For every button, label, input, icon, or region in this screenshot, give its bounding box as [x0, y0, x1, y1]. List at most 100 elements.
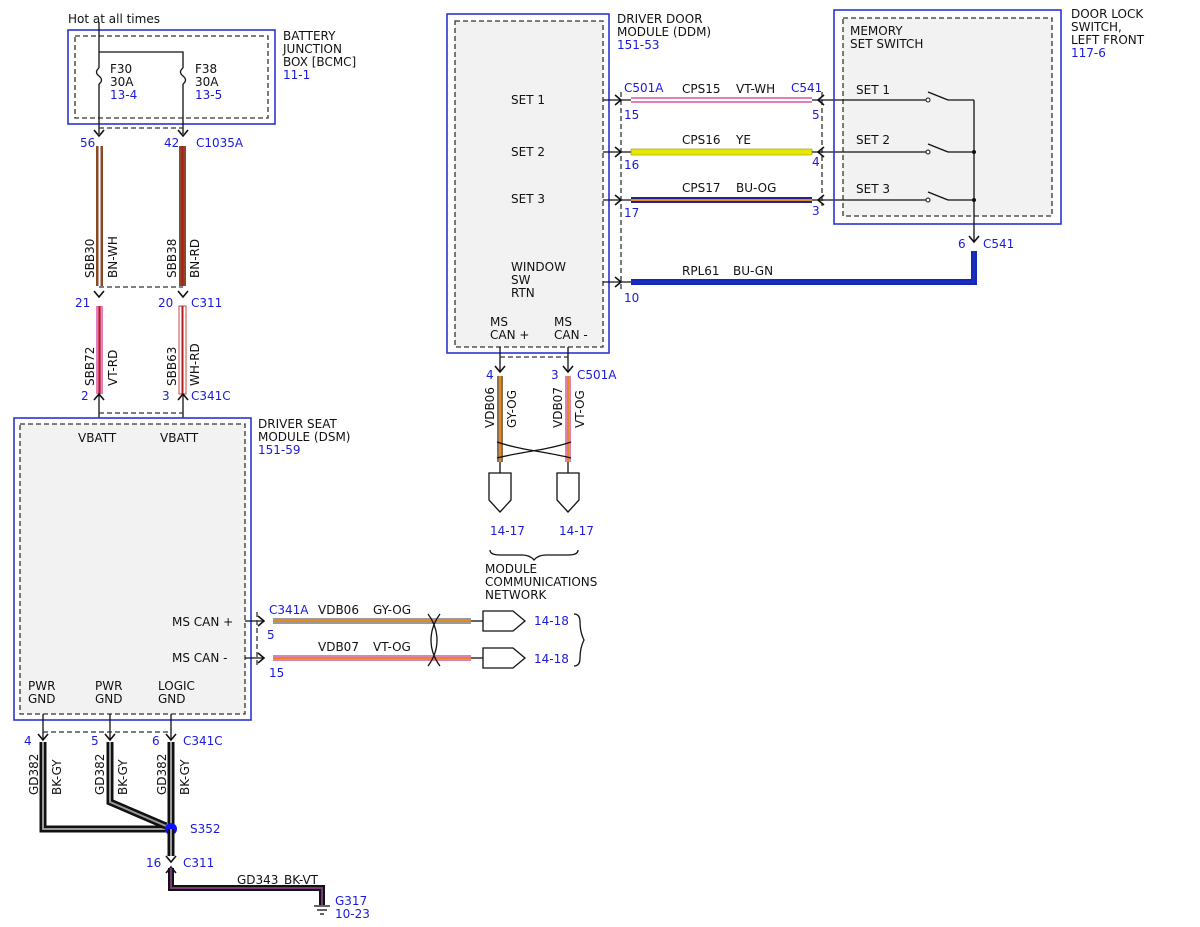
battery-junction-box: [67, 22, 276, 138]
vdb06-h-stripe: [273, 620, 471, 622]
c311-pin-16: 16: [146, 856, 161, 870]
ground-symbol: [314, 905, 330, 915]
vdb07-h-stripe: [273, 657, 471, 659]
network-ref-top-2[interactable]: 14-17: [559, 524, 594, 538]
bjb-outline: [67, 29, 276, 125]
c501a-pin-16: 16: [624, 158, 639, 172]
door-lock-outline: [833, 9, 1062, 225]
sbb72-stripe: [98, 306, 101, 394]
c341a-pin-15: 15: [269, 666, 284, 680]
c501a-pin3-arrow: [562, 365, 574, 374]
wire-vdb06-horizontal: [273, 618, 471, 624]
rpl61-circuit: RPL61: [682, 264, 720, 278]
network-ref-right-2[interactable]: 14-18: [534, 652, 569, 666]
fuse-f30-symbol: [95, 67, 103, 85]
ddm-title-line-2: MODULE (DDM): [617, 25, 711, 39]
ground-g317[interactable]: G317: [335, 894, 367, 908]
ground-ref[interactable]: 10-23: [335, 907, 370, 921]
gd382-b-color: BK-GY: [116, 759, 130, 795]
vdb06-h-circuit: VDB06: [318, 603, 359, 617]
wire-vdb07-horizontal: [273, 655, 471, 661]
sbb63-circuit: SBB63: [165, 347, 179, 386]
cps16-base: [630, 148, 813, 156]
fuse-f38-symbol: [179, 67, 187, 85]
c541-pin-5: 5: [812, 108, 820, 122]
network-brace-top: [489, 549, 579, 562]
sbb30-color: BN-WH: [106, 236, 120, 278]
network-connector-top-1[interactable]: [488, 472, 512, 513]
network-ref-top-1[interactable]: 14-17: [490, 524, 525, 538]
dsm-vbatt-1: VBATT: [78, 431, 117, 445]
c311-bottom-connector[interactable]: C311: [183, 856, 214, 870]
bjb-ref[interactable]: 11-1: [283, 68, 310, 82]
cps15-stripe: [631, 99, 812, 101]
set3-contact: [925, 197, 931, 203]
ddm-window-sw-rtn-line-2: SW: [511, 273, 531, 287]
ddm-ref[interactable]: 151-53: [617, 38, 660, 52]
c1035a-connector[interactable]: C1035A: [196, 136, 244, 150]
vdb07-h-color: VT-OG: [373, 640, 411, 654]
fuse-f38-ref[interactable]: 13-5: [195, 88, 222, 102]
module-communications-network-label-line-3: NETWORK: [485, 588, 548, 602]
gd343-circuit: GD343: [237, 873, 278, 887]
c341c-top-connector[interactable]: C341C: [191, 389, 231, 403]
c311-pin21-arrow: [93, 290, 105, 299]
gd382-a-circuit: GD382: [27, 754, 41, 795]
fuse-f30-ref[interactable]: 13-4: [110, 88, 137, 102]
c1035a-pin56-arrow: [93, 129, 105, 138]
c501a-pin4-arrow: [494, 365, 506, 374]
ddm-window-sw-rtn-line-1: WINDOW: [511, 260, 566, 274]
set3-blade: [927, 191, 949, 201]
dsm-logic-gnd-line-2: GND: [158, 692, 186, 706]
sbb72-color: VT-RD: [106, 350, 120, 386]
gd382-a-stripe: [42, 742, 171, 830]
c341c-pin-5: 5: [91, 734, 99, 748]
dsm-pwr-gnd-2-line-1: PWR: [95, 679, 122, 693]
set1-blade: [927, 91, 949, 101]
ddm-set3: SET 3: [511, 192, 545, 206]
wire-gd343: [168, 868, 325, 905]
set1-contact: [925, 97, 931, 103]
dsm-ref[interactable]: 151-59: [258, 443, 301, 457]
network-ref-right-1[interactable]: 14-18: [534, 614, 569, 628]
cps17-stripe: [631, 199, 812, 201]
ddm-ms-can-plus-line-1: MS: [490, 315, 508, 329]
door-lock-ref[interactable]: 117-6: [1071, 46, 1106, 60]
switch-set2: SET 2: [856, 133, 890, 147]
network-connector-top-2[interactable]: [556, 472, 580, 513]
c501a-bottom-connector[interactable]: C501A: [577, 368, 617, 382]
sbb30-stripe: [98, 146, 101, 286]
sbb63-stripe: [181, 306, 184, 394]
gd382-b-circuit: GD382: [93, 754, 107, 795]
junction-dot-2: [972, 198, 976, 202]
dsm-inner: [19, 423, 246, 715]
network-connector-1[interactable]: [482, 610, 527, 632]
c341c-bottom-connector[interactable]: C341C: [183, 734, 223, 748]
splice-s352-label[interactable]: S352: [190, 822, 221, 836]
c501a-right-connector[interactable]: C501A: [624, 81, 664, 95]
c1035a-pin42-arrow: [177, 129, 189, 138]
ddm-ms-can-plus-line-2: CAN +: [490, 328, 529, 342]
vdb06-v-stripe: [499, 376, 501, 462]
network-connector-2[interactable]: [482, 647, 527, 669]
module-communications-network-label-line-2: COMMUNICATIONS: [485, 575, 597, 589]
c541-bottom-connector[interactable]: C541: [983, 237, 1014, 251]
vdb07-h-circuit: VDB07: [318, 640, 359, 654]
driver-seat-module: [13, 417, 252, 721]
c311-top-connector[interactable]: C311: [191, 296, 222, 310]
c501a-pin-15: 15: [624, 108, 639, 122]
network-brace-right: [573, 613, 585, 667]
wire-sbb38: [179, 146, 186, 286]
hot-at-all-times-label: Hot at all times: [68, 12, 160, 26]
gd382-c-circuit: GD382: [155, 754, 169, 795]
c341a-connector[interactable]: C341A: [269, 603, 309, 617]
c541-left-connector[interactable]: C541: [791, 81, 822, 95]
